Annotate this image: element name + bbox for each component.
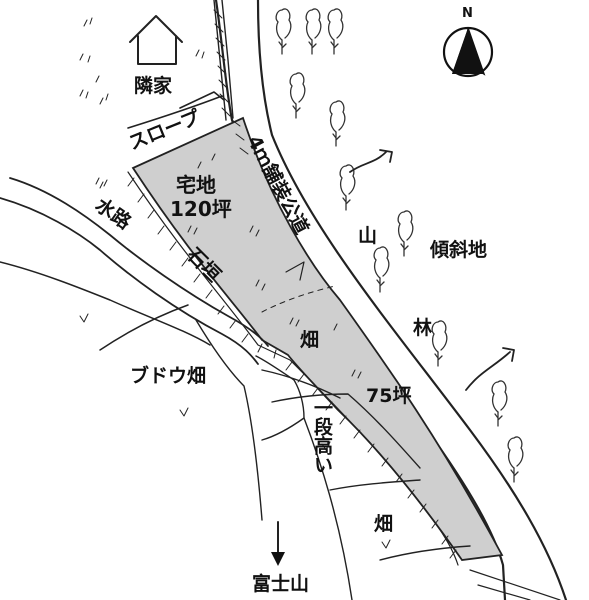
field-label-1: 畑 <box>300 329 319 351</box>
lot-boundary-dashed <box>261 285 336 313</box>
tree-icon <box>275 8 292 55</box>
tree-icon <box>329 100 346 147</box>
north-arrow-icon <box>442 26 494 78</box>
tree-icon <box>397 210 414 257</box>
slope-ramp <box>127 91 225 129</box>
residential-area-label: 120坪 <box>170 197 232 221</box>
mt-fuji-label: 富士山 <box>252 572 309 595</box>
waterway <box>0 177 269 365</box>
down-arrow-icon <box>271 521 285 566</box>
grape-field-boundaries <box>0 261 263 521</box>
neighbor-house-label: 隣家 <box>134 74 173 97</box>
tree-icon <box>327 8 344 55</box>
north-label: N <box>462 6 473 21</box>
tree-icon <box>491 380 508 427</box>
terrace-fields <box>255 355 561 600</box>
mountain-forest-label-2: 林 <box>413 316 432 339</box>
field-label-2: 畑 <box>374 513 393 535</box>
property-area <box>131 116 504 561</box>
tree-icon <box>305 8 322 55</box>
mountain-forest-label-1: 山 <box>358 225 377 247</box>
grape-field-label: ブドウ畑 <box>130 364 206 387</box>
tree-icon <box>373 246 390 293</box>
field-area-label: 75坪 <box>366 385 411 407</box>
tree-icon <box>289 72 306 119</box>
tree-icon <box>431 320 448 367</box>
tree-icon <box>339 164 356 211</box>
grass-marks <box>79 17 391 549</box>
property-edge-hatching <box>127 119 459 566</box>
residential-lot-label: 宅地 <box>176 173 216 197</box>
road-edge-hatching <box>213 0 234 121</box>
one-step-higher-label: 一段高い <box>311 398 333 474</box>
tree-icon <box>507 436 524 483</box>
curved-arrow-icon <box>349 149 393 173</box>
curved-arrow-icon <box>465 347 515 391</box>
waterway-label: 水路 <box>91 193 136 234</box>
house-icon <box>129 15 183 65</box>
lot-inner-wedge <box>285 261 305 281</box>
sloped-land-label: 傾斜地 <box>429 238 487 261</box>
